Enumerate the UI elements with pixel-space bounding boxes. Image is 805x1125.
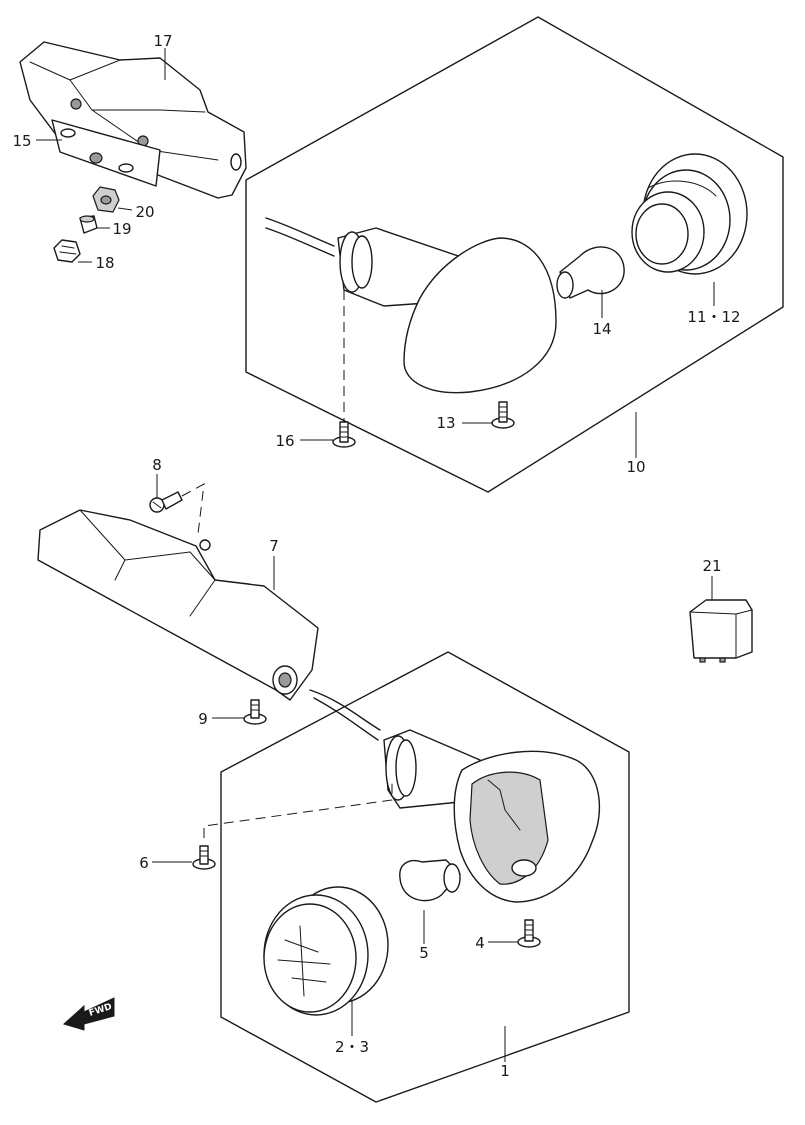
- plate-15: [51, 119, 161, 187]
- callout-5: 5: [419, 944, 429, 962]
- callout-9: 9: [198, 710, 208, 728]
- callout-1: 1: [500, 1062, 510, 1080]
- bracket-17: [19, 41, 247, 199]
- callout-19: 19: [112, 220, 131, 238]
- screw-16: [332, 421, 356, 448]
- callout-18: 18: [95, 254, 114, 272]
- screw-4: [517, 919, 541, 948]
- dash-line-6: [203, 780, 393, 838]
- bulb-5: [399, 859, 461, 902]
- bulb-14: [556, 246, 625, 299]
- bracket-7: [37, 509, 319, 701]
- callout-21: 21: [702, 557, 721, 575]
- callout-8: 8: [152, 456, 162, 474]
- callout-13: 13: [436, 414, 455, 432]
- bolt-18: [53, 239, 81, 263]
- callout-16: 16: [275, 432, 294, 450]
- callout-4: 4: [475, 934, 485, 952]
- callout-17: 17: [153, 32, 172, 50]
- screw-8: [149, 491, 183, 513]
- callout-6: 6: [139, 854, 149, 872]
- dash-line-8: [181, 483, 205, 535]
- callout-7: 7: [269, 537, 279, 555]
- turn-signal-1: [309, 689, 601, 903]
- lens-2-3: [263, 886, 389, 1016]
- assembly-outline-1: [220, 651, 630, 1103]
- callout-2-3: 2・3: [335, 1038, 369, 1056]
- assembly-outline-10: [245, 16, 784, 493]
- callout-10: 10: [626, 458, 645, 476]
- callout-11-12: 11・12: [687, 308, 740, 326]
- fwd-arrow: FWD: [63, 997, 115, 1031]
- callout-14: 14: [592, 320, 611, 338]
- relay-21: [689, 599, 753, 663]
- turn-signal-10: [265, 217, 557, 394]
- forward-arrow-icon: [63, 997, 115, 1031]
- collar-19: [79, 215, 98, 234]
- screw-6: [192, 845, 216, 870]
- screw-13: [491, 401, 515, 429]
- callout-15: 15: [12, 132, 31, 150]
- callout-20: 20: [135, 203, 154, 221]
- collar-20: [92, 186, 120, 213]
- screw-9: [243, 699, 267, 725]
- lens-11-12: [631, 153, 748, 275]
